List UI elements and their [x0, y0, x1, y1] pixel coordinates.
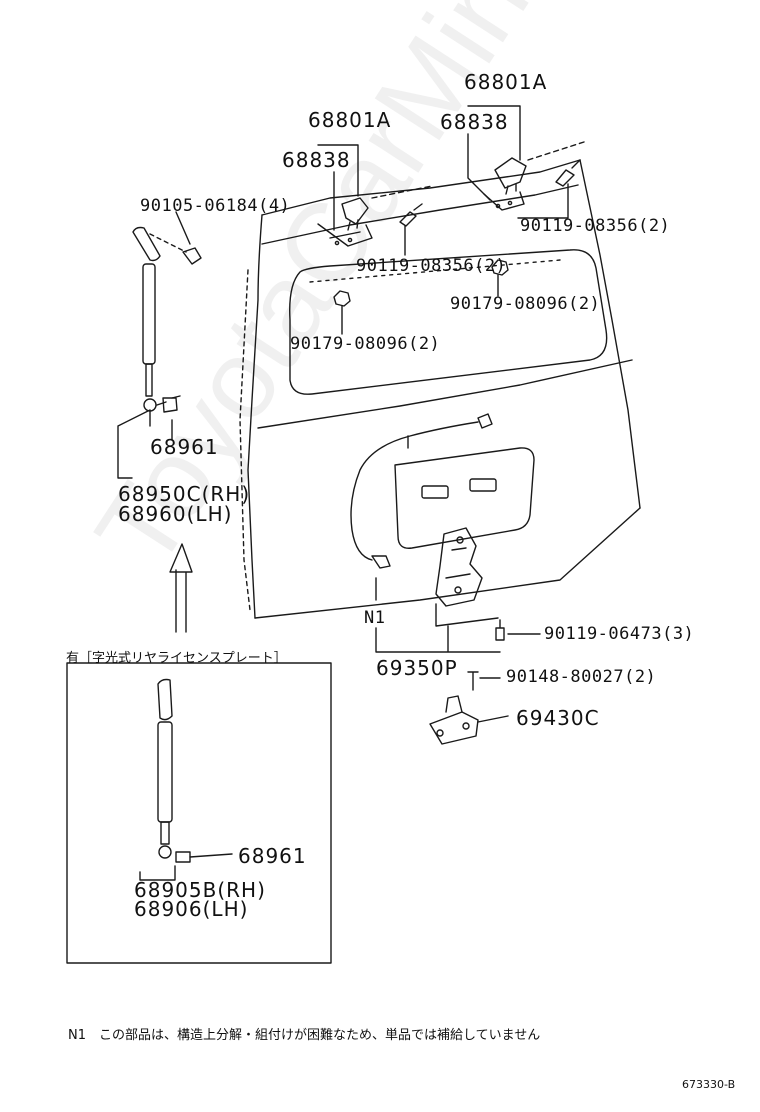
lock-harness — [350, 413, 493, 569]
door-stay-inset — [139, 678, 233, 881]
label-hinge-asm-left: 68801A — [308, 108, 392, 132]
label-note-ref: N1 — [364, 608, 386, 628]
inset-title: 有［字光式リヤライセンスプレート］ — [66, 651, 287, 666]
label-strut-rh: 68950C(RH) — [118, 482, 251, 506]
label-ball-joint: 68961 — [150, 435, 219, 459]
license-garnish — [394, 447, 535, 549]
rear-window — [289, 249, 608, 395]
label-lock-asm: 69350P — [376, 656, 458, 680]
nuts — [333, 259, 509, 307]
back-door-panel — [239, 159, 641, 619]
hinge-bolts — [399, 159, 581, 227]
label-bolt-hinge-left: 90119-08356(2) — [356, 256, 507, 276]
label-inset-strut-lh: 68906(LH) — [134, 897, 249, 921]
label-nut-left: 90179-08096(2) — [290, 334, 441, 354]
label-hinge-right: 68838 — [440, 110, 509, 134]
label-screw-striker: 90148-80027(2) — [506, 667, 657, 687]
label-inset-ball-joint: 68961 — [238, 844, 307, 868]
hinge-leaders — [317, 105, 569, 335]
striker — [429, 695, 509, 745]
label-hinge-asm-right: 68801A — [464, 70, 548, 94]
lock-bolts — [467, 619, 541, 691]
label-nut-right: 90179-08096(2) — [450, 294, 601, 314]
strut-leaders — [117, 211, 191, 479]
label-hinge-left: 68838 — [282, 148, 351, 172]
label-bolt-strut: 90105-06184(4) — [140, 196, 291, 216]
direction-arrow — [169, 543, 193, 633]
hinge-left — [317, 185, 433, 247]
label-striker: 69430C — [516, 706, 600, 730]
label-inset-strut-rh: 68905B(RH) — [134, 878, 266, 902]
label-bolt-hinge-right: 90119-08356(2) — [520, 216, 671, 236]
lock-assembly — [435, 527, 483, 607]
label-strut-lh: 68960(LH) — [118, 502, 233, 526]
figure-code: 673330-B — [682, 1078, 736, 1091]
lock-leaders — [375, 577, 501, 653]
footnote: N1 この部品は、構造上分解・組付けが困難なため、単品では補給していません — [68, 1028, 541, 1043]
label-bolt-lock: 90119-06473(3) — [544, 624, 695, 644]
inset-frame — [66, 662, 332, 964]
hinge-right — [483, 141, 585, 211]
door-stay-main — [132, 226, 202, 413]
